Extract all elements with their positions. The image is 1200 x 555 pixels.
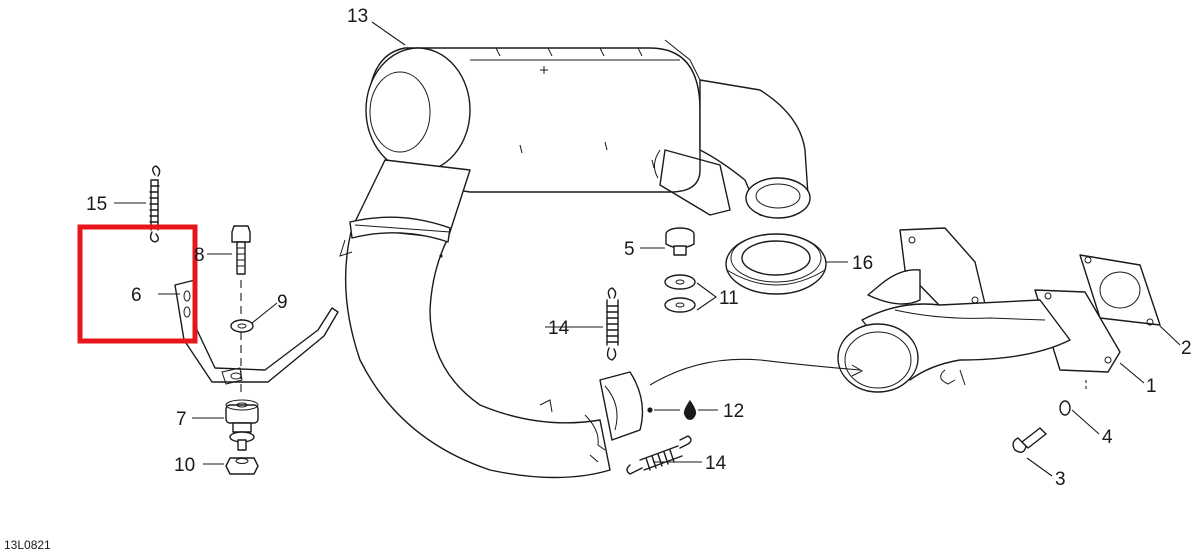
callout-14-lower: 14	[705, 453, 727, 474]
callout-1: 1	[1146, 376, 1157, 397]
callout-3: 3	[1055, 469, 1066, 490]
callout-5: 5	[624, 239, 635, 260]
spring-part-15[interactable]	[149, 165, 161, 243]
exhaust-manifold-part-1[interactable]	[837, 227, 1121, 393]
bracket-part-6[interactable]	[174, 279, 339, 385]
callout-9: 9	[277, 292, 288, 313]
callout-14-upper: 14	[548, 318, 570, 339]
washer-part-9[interactable]	[230, 319, 254, 333]
connection-arrowhead	[851, 364, 864, 377]
rubber-mount-part-7[interactable]	[225, 399, 259, 451]
seal-ring-part-16[interactable]	[725, 233, 827, 295]
figure-code: 13L0821	[4, 538, 51, 552]
sealant-point-marker	[647, 407, 653, 413]
leader-lines	[114, 21, 1181, 477]
callout-8: 8	[194, 245, 205, 266]
cap-part-5[interactable]	[665, 227, 695, 256]
callout-labels: 13 15 6 8 9 7 10 5 11 14 12 14 16 2 1 4 …	[86, 6, 1192, 490]
callout-12: 12	[723, 401, 744, 422]
highlight-box	[77, 224, 198, 344]
gasket-part-2[interactable]	[1079, 254, 1161, 326]
spring-part-14-lower[interactable]	[626, 435, 692, 475]
lock-washer-part-4[interactable]	[1059, 380, 1087, 416]
screw-part-3[interactable]	[1012, 427, 1047, 453]
nut-part-10[interactable]	[225, 457, 259, 475]
spring-part-14-upper[interactable]	[606, 287, 619, 361]
callout-2: 2	[1181, 338, 1192, 359]
callout-6: 6	[131, 285, 142, 306]
callout-10: 10	[174, 455, 195, 476]
sealant-drop-icon	[683, 400, 697, 420]
washer-part-11[interactable]	[664, 274, 696, 313]
callout-13: 13	[347, 6, 368, 27]
bolt-part-8[interactable]	[231, 225, 251, 275]
elbow-pipe[interactable]	[339, 159, 644, 479]
callout-4: 4	[1102, 427, 1113, 448]
callout-7: 7	[176, 409, 187, 430]
muffler-part-13[interactable]	[365, 39, 811, 219]
connection-curve	[649, 358, 861, 386]
callout-11: 11	[719, 288, 739, 309]
callout-15: 15	[86, 194, 107, 215]
callout-16: 16	[852, 253, 873, 274]
